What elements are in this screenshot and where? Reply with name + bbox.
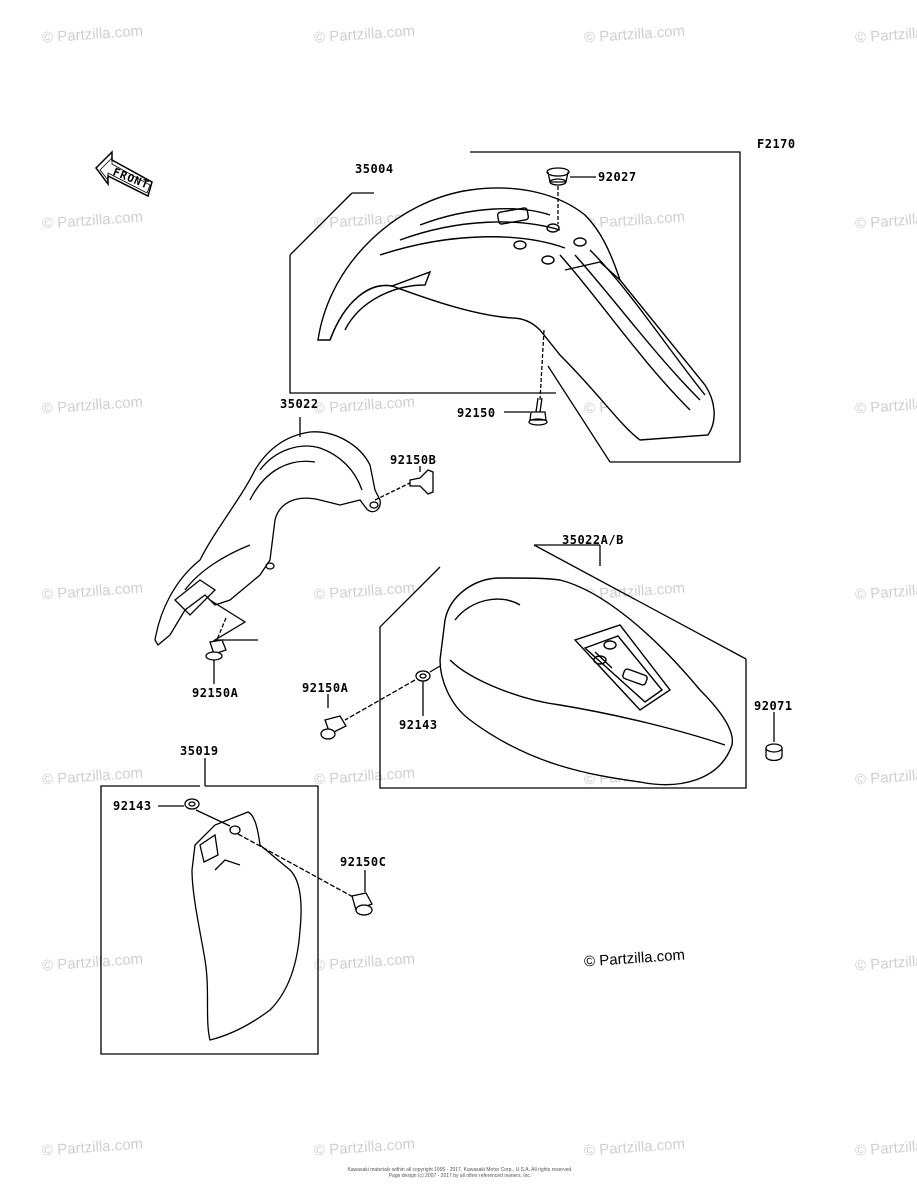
mud-guard-35019 [191,811,302,1041]
part-label-35019[interactable]: 35019 [180,744,219,758]
inner-fender-35022 [154,417,411,646]
copyright-notice: Kawasaki materials within all copyright … [340,1167,580,1179]
rear-fender-box [379,544,747,789]
part-label-35022[interactable]: 35022 [280,397,319,411]
front-arrow-icon [95,150,153,198]
part-label-92150A-left[interactable]: 92150A [192,686,239,700]
copyright-line-1: Kawasaki materials within all copyright … [347,1167,573,1173]
figure-code: F2170 [757,137,796,151]
bolt-92150A-left [205,617,227,684]
part-label-35022AB[interactable]: 35022A/B [562,533,624,547]
front-fender-box [289,151,741,463]
part-label-92027[interactable]: 92027 [598,170,637,184]
bolt-92150C [237,833,373,916]
washer-92143-low [158,798,231,827]
rear-fender-35022AB [439,577,734,786]
part-label-92150[interactable]: 92150 [457,406,496,420]
part-label-92150C[interactable]: 92150C [340,855,387,869]
bolt-92150B [409,466,434,495]
grommet-92071 [765,712,783,762]
part-label-92143-mid[interactable]: 92143 [399,718,438,732]
part-label-92150A-mid[interactable]: 92150A [302,681,349,695]
mud-guard-box [100,758,319,1055]
part-label-35004[interactable]: 35004 [355,162,394,176]
part-label-92143-low[interactable]: 92143 [113,799,152,813]
part-label-92071[interactable]: 92071 [754,699,793,713]
copyright-line-2: Page design (c) 2007 - 2017 by all other… [388,1173,532,1179]
bolt-92150A-mid [320,679,416,740]
washer-92143-mid [415,665,441,716]
front-fender-35004 [317,187,715,441]
bolt-92150 [504,329,548,426]
part-label-92150B[interactable]: 92150B [390,453,437,467]
cap-92027 [546,167,596,224]
